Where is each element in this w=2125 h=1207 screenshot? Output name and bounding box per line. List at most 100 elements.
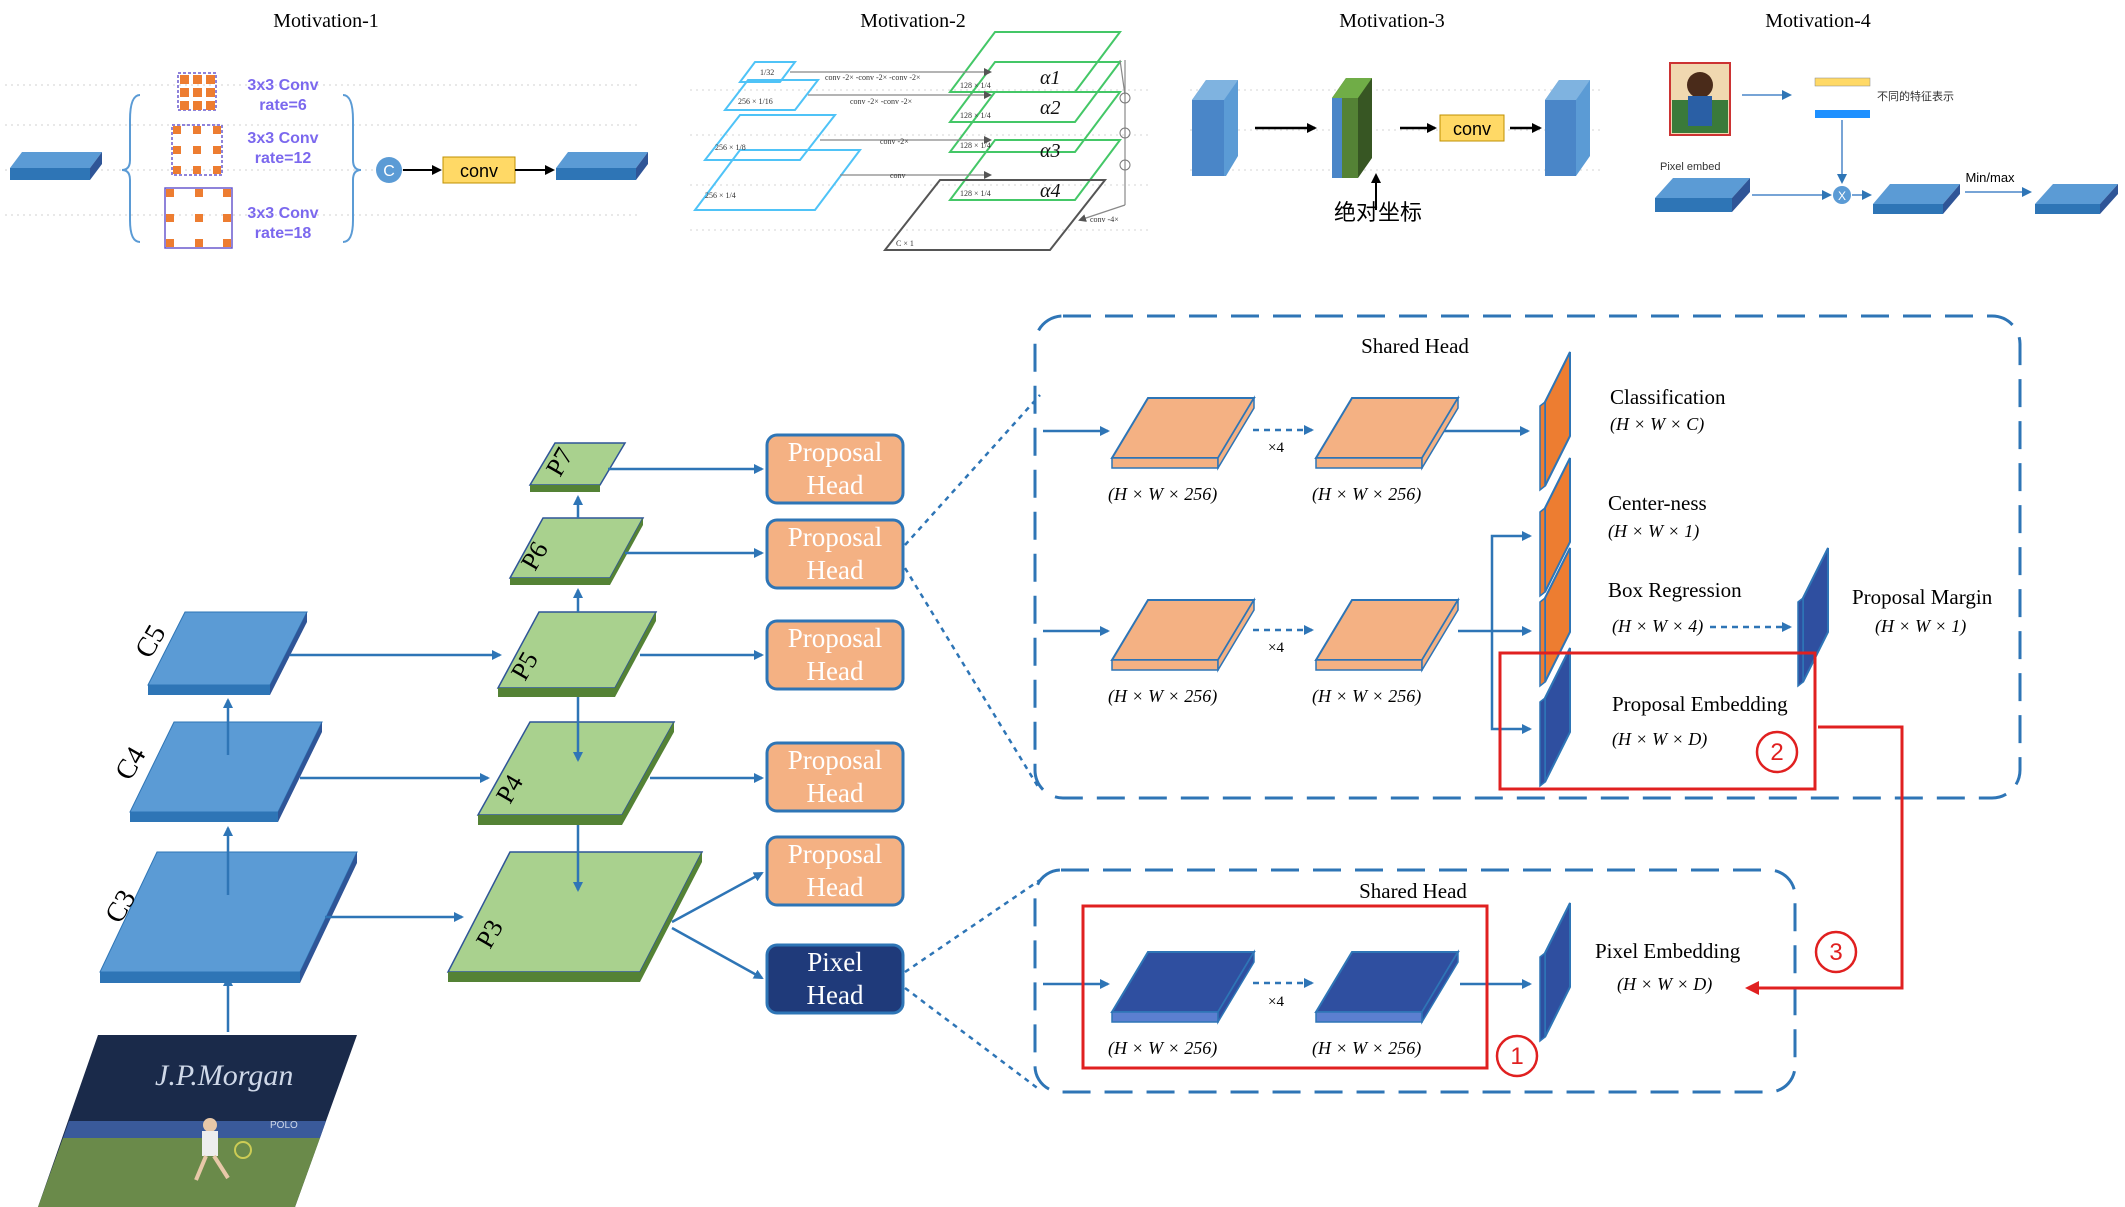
box-regression-output bbox=[1539, 547, 1571, 688]
m2-level-1-32 bbox=[738, 61, 797, 83]
m2-alpha-1: α1 bbox=[1040, 67, 1061, 89]
shared-top-block-2 bbox=[1314, 395, 1460, 471]
svg-text:Proposal: Proposal bbox=[788, 437, 883, 467]
pixel-embedding-dim: (H × W × D) bbox=[1617, 974, 1712, 995]
m1-branch1-name: 3x3 Conv bbox=[247, 77, 318, 94]
m3-input-block bbox=[1192, 80, 1238, 176]
p3-to-pixel-head-arrow bbox=[671, 926, 764, 980]
motivation-1-title: Motivation-1 bbox=[273, 10, 379, 32]
m2-out-label-2: 128 × 1/4 bbox=[960, 111, 991, 120]
m4-pixel-embed: Pixel embed bbox=[1660, 161, 1721, 173]
motivation-4-title: Motivation-4 bbox=[1765, 10, 1871, 32]
p4-block bbox=[476, 721, 676, 825]
m1-branch2-rate: rate=12 bbox=[255, 150, 312, 167]
m2-level-label-3: 256 × 1/8 bbox=[715, 143, 746, 152]
m1-left-brace bbox=[121, 94, 141, 243]
proposal-head-p3: Proposal Head bbox=[765, 835, 905, 907]
m1-branch1-rate: rate=6 bbox=[259, 97, 307, 114]
zoom-line-top-2 bbox=[903, 567, 1042, 791]
zoom-line-bottom-1 bbox=[904, 878, 1041, 974]
svg-text:Head: Head bbox=[807, 656, 864, 686]
motivation-2-panel: Motivation-2 bbox=[690, 10, 1150, 251]
m4-feature-yellow bbox=[1814, 77, 1871, 87]
m3-conv-label: conv bbox=[1453, 119, 1491, 139]
m2-alpha-4: α4 bbox=[1040, 180, 1061, 202]
classification-label: Classification bbox=[1610, 385, 1726, 409]
m1-conv-box bbox=[442, 156, 516, 184]
proposal-margin-dim: (H × W × 1) bbox=[1875, 616, 1966, 637]
m2-level-1-4 bbox=[693, 149, 862, 211]
motivation-3-title: Motivation-3 bbox=[1339, 10, 1445, 32]
svg-text:Proposal: Proposal bbox=[788, 839, 883, 869]
zoom-line-bottom-2 bbox=[904, 987, 1041, 1091]
c5-block bbox=[147, 611, 308, 695]
m2-level-label-4: 256 × 1/4 bbox=[705, 191, 736, 200]
p3-block bbox=[446, 851, 704, 982]
m4-output-block bbox=[2035, 184, 2118, 214]
svg-text:2: 2 bbox=[1770, 739, 1783, 766]
m2-conv-text-4: conv bbox=[890, 171, 906, 180]
m2-conv-text-1: conv -2× -conv -2× -conv -2× bbox=[825, 73, 921, 82]
proposal-margin-label: Proposal Margin bbox=[1852, 585, 1993, 609]
backbone: J.P.Morgan POLO C5 C4 bbox=[38, 611, 358, 1207]
m1-kernel-rate18 bbox=[164, 187, 233, 249]
m1-kernel-rate12 bbox=[171, 124, 223, 176]
motivation-1-panel: Motivation-1 bbox=[5, 10, 648, 249]
marker-2: 2 bbox=[1755, 730, 1799, 774]
m4-feature-blue bbox=[1815, 110, 1870, 118]
pixel-embedding-output bbox=[1539, 902, 1571, 1043]
box-regression-dim: (H × W × 4) bbox=[1612, 616, 1703, 637]
p6-block bbox=[508, 517, 645, 585]
pixel-branch-highlight bbox=[1081, 904, 1489, 1070]
svg-text:Head: Head bbox=[807, 872, 864, 902]
shared-head-top: Shared Head bbox=[1033, 314, 2022, 800]
m1-branch2-name: 3x3 Conv bbox=[247, 130, 318, 147]
m2-alpha-2: α2 bbox=[1040, 97, 1061, 119]
photo-sub-text: POLO bbox=[270, 1120, 298, 1131]
proposal-margin-output bbox=[1797, 547, 1829, 688]
m2-out-label-3: 128 × 1/4 bbox=[960, 141, 991, 150]
m2-level-label-1: 1/32 bbox=[760, 68, 774, 77]
shared-bottom-block-2 bbox=[1314, 949, 1460, 1025]
classification-output bbox=[1539, 351, 1571, 492]
shared-top-dim-4: (H × W × 256) bbox=[1312, 686, 1421, 707]
shared-top-x4-b: ×4 bbox=[1268, 640, 1284, 656]
proposal-head-p6: Proposal Head bbox=[765, 518, 905, 590]
m3-coord-label: 绝对坐标 bbox=[1334, 200, 1422, 225]
shared-head-bottom-frame bbox=[1033, 868, 1797, 1094]
c4-block bbox=[129, 721, 323, 822]
m2-level-1-16 bbox=[722, 79, 821, 111]
p3-to-proposal-head-arrow bbox=[671, 871, 764, 924]
pixel-head: Pixel Head bbox=[765, 943, 905, 1015]
svg-text:Head: Head bbox=[807, 980, 864, 1010]
shared-bottom-block-1 bbox=[1110, 949, 1256, 1025]
proposal-embedding-highlight bbox=[1498, 651, 1817, 791]
classification-dim: (H × W × C) bbox=[1610, 414, 1704, 435]
m2-conv-out: conv -4× bbox=[1090, 215, 1119, 224]
marker-1: 1 bbox=[1495, 1034, 1539, 1078]
input-image: J.P.Morgan POLO bbox=[38, 1035, 357, 1207]
centerness-output bbox=[1539, 457, 1571, 598]
box-regression-label: Box Regression bbox=[1608, 578, 1742, 602]
feature-pyramid: P7 P6 P5 P4 P3 bbox=[290, 442, 764, 982]
svg-text:Head: Head bbox=[807, 555, 864, 585]
shared-head-bottom: Shared Head ×4 (H × W × 256) (H × W × 25… bbox=[1033, 868, 1797, 1094]
centerness-label: Center-ness bbox=[1608, 491, 1707, 515]
m1-input-block bbox=[10, 152, 102, 180]
m1-conv-label: conv bbox=[460, 161, 498, 181]
svg-text:Proposal: Proposal bbox=[788, 522, 883, 552]
motivation-4-panel: Motivation-4 不同的特征表示 Pixel embed X Min/m… bbox=[1655, 10, 2118, 214]
p7-block bbox=[528, 442, 627, 492]
m2-conv-text-2: conv -2× -conv -2× bbox=[850, 97, 912, 106]
m2-output-plane bbox=[882, 179, 1108, 251]
m2-out-3 bbox=[948, 91, 1122, 153]
m4-diff-repr: 不同的特征表示 bbox=[1877, 89, 1954, 103]
m2-out-label-4: 128 × 1/4 bbox=[960, 189, 991, 198]
m2-level-1-8 bbox=[702, 114, 838, 161]
svg-text:3: 3 bbox=[1829, 939, 1842, 966]
m4-pixel-embed-block bbox=[1655, 178, 1750, 212]
m2-alpha-3: α3 bbox=[1040, 140, 1061, 162]
shared-head-top-title: Shared Head bbox=[1361, 334, 1469, 358]
shared-top-x4-a: ×4 bbox=[1268, 440, 1284, 456]
